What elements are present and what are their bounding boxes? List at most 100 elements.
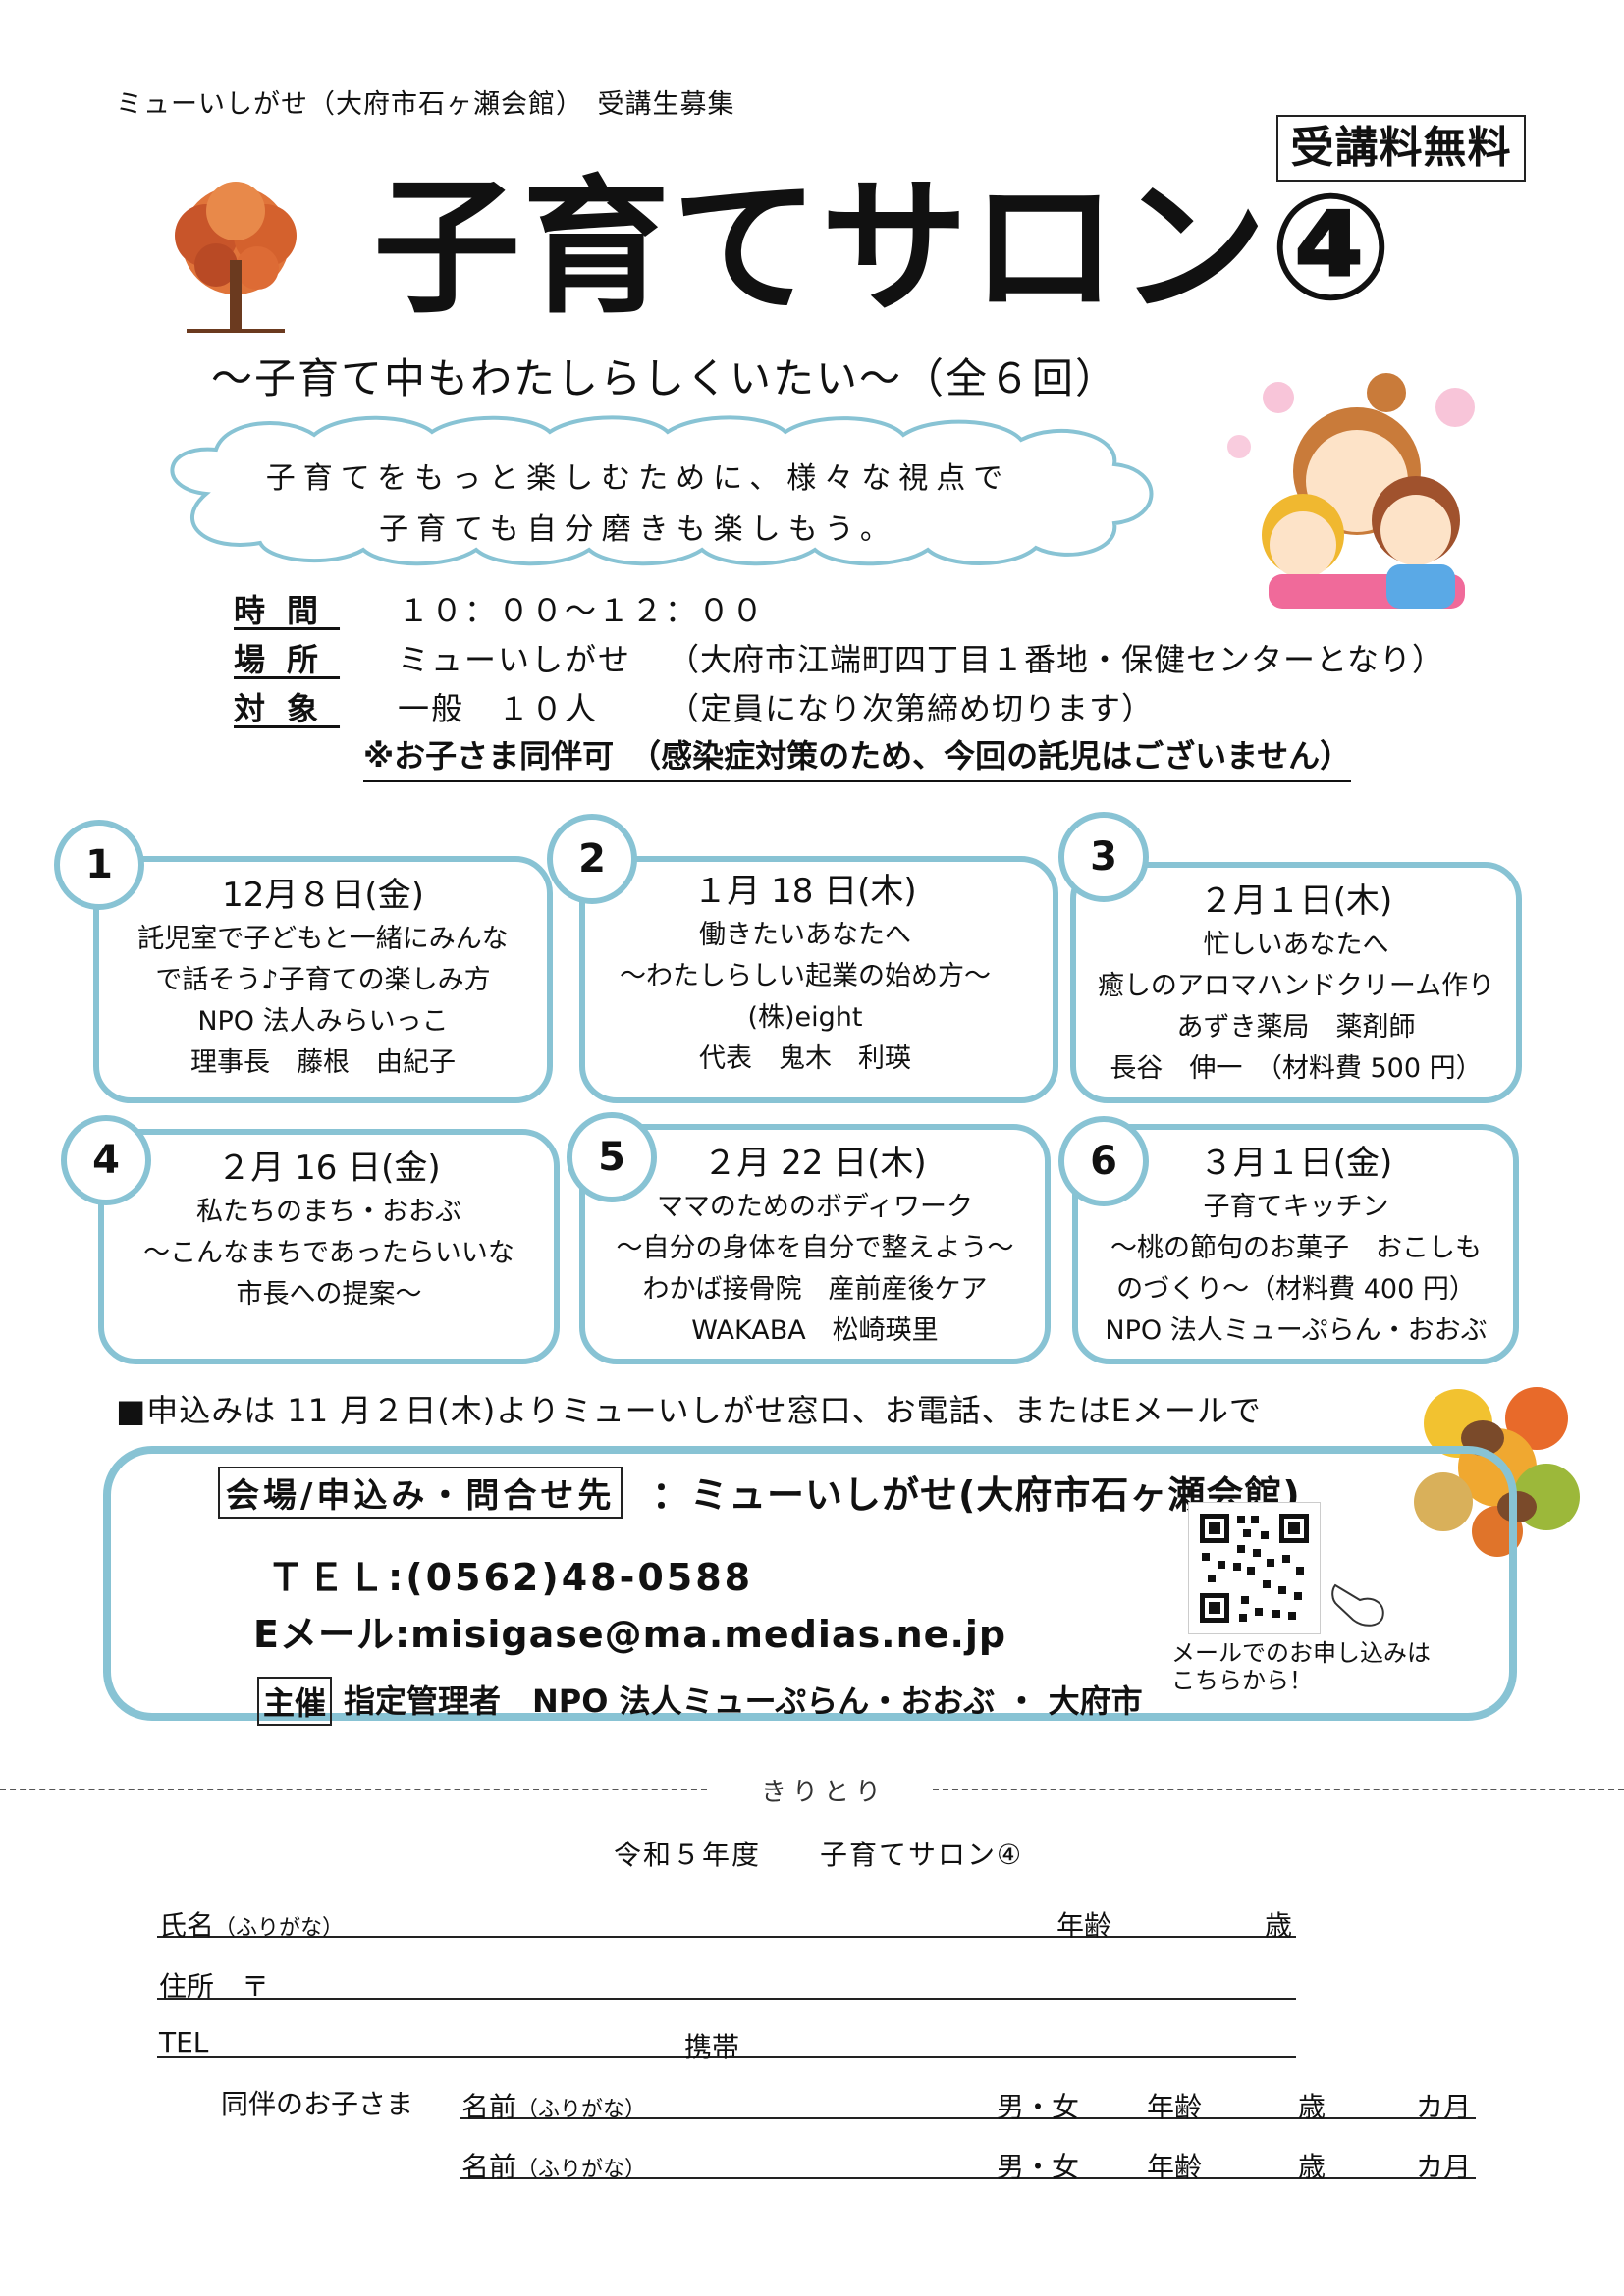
age-label: 年齢: [1056, 1909, 1112, 1942]
age-unit: 歳: [1298, 2091, 1326, 2123]
child-name-field: 名前（ふりがな）: [461, 2146, 646, 2185]
furigana-note: （ふりがな）: [516, 2098, 647, 2122]
session-date: １月 18 日(木): [693, 872, 917, 911]
cloud-shape: [170, 415, 1154, 566]
session-date: ３月１日(金): [1199, 1144, 1393, 1183]
session-text-1: 12月８日(金) 託児室で子どもと一緒にみんな で話そう♪子育ての楽しみ方 NP…: [93, 872, 553, 1084]
host-text: 指定管理者 NPO 法人ミューぷらん・おおぶ ・ 大府市: [344, 1682, 1143, 1720]
session-line: 癒しのアロマハンドクリーム作り: [1097, 971, 1495, 1001]
time-label: 時間: [234, 592, 341, 629]
mobile-label: 携帯: [684, 2031, 740, 2063]
session-line: わかば接骨院 産前産後ケア: [642, 1274, 988, 1305]
session-card-2: [579, 856, 1058, 1103]
session-line: 市長への提案～: [236, 1279, 422, 1309]
session-line: (株)eight: [747, 1002, 863, 1033]
session-text-2: １月 18 日(木) 働きたいあなたへ ～わたしらしい起業の始め方～ (株)ei…: [589, 868, 1021, 1080]
email-address[interactable]: Eメール:misigase@ma.medias.ne.jp: [253, 1613, 1007, 1656]
page-title: 子育てサロン④: [373, 163, 1396, 334]
host-label: 主催: [257, 1677, 333, 1726]
apply-notice: ■申込みは 11 月２日(木)よりミューいしがせ窓口、お電話、またはEメールで: [116, 1392, 1262, 1429]
session-date: 12月８日(金): [222, 876, 424, 915]
session-line: 子育てキッチン: [1203, 1192, 1389, 1222]
cut-label: きりとり: [761, 1778, 888, 1807]
cloud-line-1: 子育てをもっと楽しむために、様々な視点で: [265, 461, 1011, 496]
address-label: 住所 〒: [159, 1970, 270, 2002]
age-unit: 歳: [1298, 2151, 1326, 2183]
session-line: 代表 鬼木 利瑛: [699, 1043, 911, 1074]
session-line: 働きたいあなたへ: [699, 920, 911, 950]
place-value: ミューいしがせ: [398, 641, 632, 678]
session-line: で話そう♪子育ての楽しみ方: [155, 965, 491, 995]
target-value: 一般 １０人: [398, 690, 599, 727]
place-label: 場所: [234, 641, 341, 678]
contact-label: 会場/申込み・問合せ先: [218, 1467, 623, 1519]
session-line: 長谷 伸一 （材料費 500 円）: [1110, 1053, 1483, 1084]
name-field-label: 氏名（ふりがな）: [159, 1904, 344, 1944]
session-line: NPO 法人みらいっこ: [197, 1006, 449, 1037]
pointing-hand-icon: [1331, 1583, 1384, 1627]
tel-label: TEL: [159, 2026, 209, 2058]
target-note: （定員になり次第締め切ります）: [668, 690, 1155, 727]
form-row-tel[interactable]: [157, 2017, 1296, 2058]
form-row-name[interactable]: [157, 1896, 1296, 1938]
session-line: ～自分の身体を自分で整えよう～: [616, 1233, 1014, 1263]
header-text: ミューいしがせ（大府市石ヶ瀬会館） 受講生募集: [116, 89, 735, 120]
qr-code-icon[interactable]: [1188, 1502, 1321, 1634]
session-line: 忙しいあなたへ: [1203, 930, 1389, 960]
session-line: 私たちのまち・おおぶ: [196, 1197, 461, 1227]
session-number: 4: [61, 1115, 151, 1205]
time-value: １０：００～１２：００: [398, 592, 766, 629]
qr-caption-line-2: こちらから！: [1171, 1667, 1313, 1694]
furigana-note: （ふりがな）: [516, 2158, 647, 2182]
form-row-child-1[interactable]: [460, 2078, 1476, 2119]
form-row-child-2[interactable]: [460, 2138, 1476, 2179]
session-number: 6: [1058, 1116, 1149, 1206]
month-unit: カ月: [1416, 2091, 1472, 2123]
child-label: 同伴のお子さま: [221, 2088, 414, 2120]
session-number: 1: [54, 820, 144, 910]
age-unit: 歳: [1265, 1909, 1293, 1942]
autumn-tree-icon: [175, 182, 297, 333]
month-unit: カ月: [1416, 2151, 1472, 2183]
child-name-label: 名前: [461, 2151, 517, 2183]
session-line: NPO 法人ミューぷらん・おおぶ: [1105, 1315, 1488, 1346]
session-date: ２月 16 日(金): [217, 1148, 441, 1188]
gender-option[interactable]: 男・女: [997, 2151, 1080, 2183]
tel-number: ＴＥＬ:(0562)48-0588: [267, 1556, 754, 1599]
session-card-3: [1070, 862, 1522, 1103]
session-text-6: ３月１日(金) 子育てキッチン ～桃の節句のお菓子 おこしも のづくり～（材料費…: [1080, 1140, 1512, 1352]
child-name-label: 名前: [461, 2091, 517, 2123]
session-number: 5: [567, 1112, 657, 1202]
child-name-field: 名前（ふりがな）: [461, 2086, 646, 2125]
age-label: 年齢: [1147, 2151, 1203, 2183]
session-line: ママのためのボディワーク: [656, 1192, 974, 1222]
session-number: 3: [1058, 812, 1149, 902]
cloud-line-2: 子育ても自分磨きも楽しもう。: [379, 512, 897, 547]
gender-option[interactable]: 男・女: [997, 2091, 1080, 2123]
session-line: ～桃の節句のお菓子 おこしも: [1110, 1233, 1482, 1263]
session-date: ２月 22 日(木): [703, 1144, 927, 1183]
child-note: ※お子さま同伴可 （感染症対策のため、今回の託児はございません）: [363, 731, 1352, 782]
session-text-3: ２月１日(木) 忙しいあなたへ 癒しのアロマハンドクリーム作り あずき薬局 薬剤…: [1075, 878, 1517, 1090]
free-badge: 受講料無料: [1276, 115, 1526, 182]
session-line: のづくり～（材料費 400 円）: [1116, 1274, 1476, 1305]
furigana-note: （ふりがな）: [214, 1916, 345, 1941]
session-text-4: ２月 16 日(金) 私たちのまち・おおぶ ～こんなまちであったらいいな 市長へ…: [98, 1145, 560, 1315]
qr-caption: メールでのお申し込みは こちらから！: [1171, 1639, 1431, 1694]
cut-line-left: [0, 1789, 707, 1790]
session-line: ～わたしらしい起業の始め方～: [620, 961, 991, 991]
session-card-5: [579, 1124, 1051, 1364]
family-illustration: [1227, 373, 1475, 609]
cut-line-right: [933, 1789, 1624, 1790]
name-label: 氏名: [159, 1909, 215, 1942]
session-card-6: [1072, 1124, 1519, 1364]
session-line: WAKABA 松崎瑛里: [691, 1315, 939, 1346]
session-number: 2: [547, 814, 637, 904]
form-row-address[interactable]: [157, 1958, 1296, 2000]
session-line: ～こんなまちであったらいいな: [143, 1238, 514, 1268]
form-title: 令和５年度 子育てサロン④: [614, 1839, 1024, 1871]
session-text-5: ２月 22 日(木) ママのためのボディワーク ～自分の身体を自分で整えよう～ …: [589, 1140, 1041, 1352]
session-date: ２月１日(木): [1199, 881, 1393, 921]
session-line: 託児室で子どもと一緒にみんな: [137, 924, 509, 954]
place-note: （大府市江端町四丁目１番地・保健センターとなり）: [668, 641, 1445, 678]
